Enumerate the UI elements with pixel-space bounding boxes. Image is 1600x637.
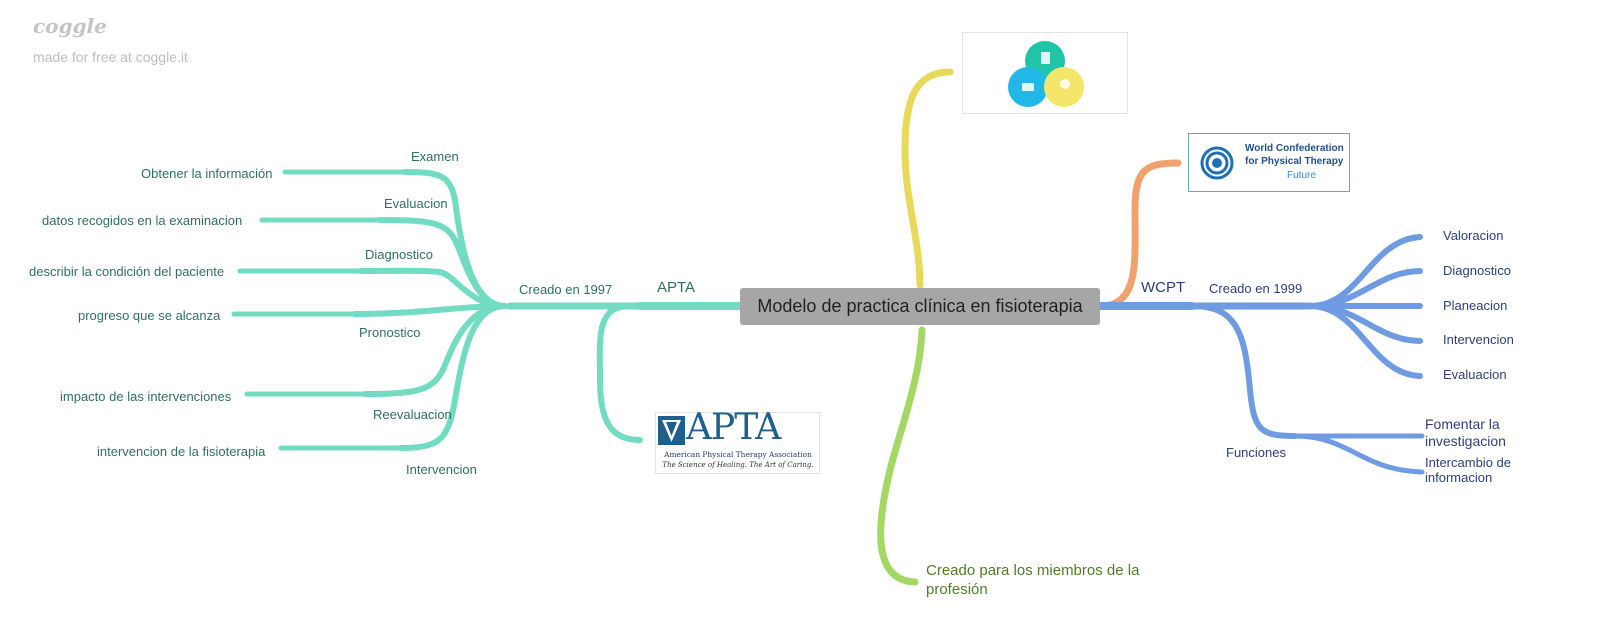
apta-created[interactable]: Creado en 1997 xyxy=(519,282,613,297)
branch-evaluacion xyxy=(377,217,508,309)
branch-reevaluacion xyxy=(362,303,508,397)
process-intervencion[interactable]: Intervencion xyxy=(1443,332,1514,347)
branch-image-top xyxy=(901,68,954,289)
wcpt-created[interactable]: Creado en 1999 xyxy=(1209,281,1303,296)
branch-diagnostico xyxy=(357,267,508,309)
branch-wcpt-logo xyxy=(1096,159,1182,310)
item-reevaluacion[interactable]: Reevaluacion xyxy=(373,407,452,422)
apta-logo-image[interactable]: APTA American Physical Therapy Associati… xyxy=(655,407,820,474)
central-topic[interactable]: Modelo de practica clínica en fisioterap… xyxy=(740,288,1100,325)
process-planeacion[interactable]: Planeacion xyxy=(1443,298,1508,313)
wcpt-logo-line2: for Physical Therapy xyxy=(1245,156,1344,167)
function-fomentar[interactable]: Fomentar la investigacion xyxy=(1425,416,1506,449)
item-pronostico[interactable]: Pronostico xyxy=(359,325,421,340)
wcpt-logo-line3: Future xyxy=(1287,170,1316,181)
item-diagnostico[interactable]: Diagnostico xyxy=(365,247,433,262)
venn-circles-icon xyxy=(1008,41,1084,107)
item-evaluacion[interactable]: Evaluacion xyxy=(384,196,448,211)
apta-emblem-icon xyxy=(658,416,685,445)
process-diagnostico[interactable]: Diagnostico xyxy=(1443,263,1511,278)
branch-intervencion xyxy=(397,303,508,451)
apta-logo-org: American Physical Therapy Association xyxy=(664,450,812,459)
wcpt-label[interactable]: WCPT xyxy=(1141,279,1186,296)
coggle-logo: coggle xyxy=(33,14,107,38)
detail-pronostico[interactable]: progreso que se alcanza xyxy=(78,308,221,323)
detail-examen[interactable]: Obtener la información xyxy=(141,166,273,181)
members-label[interactable]: Creado para los miembros de la profesión xyxy=(926,562,1140,598)
apta-logo-text: APTA xyxy=(686,407,781,448)
branch-evaluacion-w xyxy=(1307,303,1423,379)
detail-reevaluacion[interactable]: impacto de las intervenciones xyxy=(60,389,232,404)
wcpt-swirl-icon xyxy=(1200,146,1234,180)
apta-logo-tagline: The Science of Healing. The Art of Carin… xyxy=(662,461,814,469)
branch-intercambio xyxy=(1292,433,1425,475)
detail-evaluacion[interactable]: datos recogidos en la examinacion xyxy=(42,213,243,228)
coggle-subtitle: made for free at coggle.it xyxy=(33,49,188,65)
item-intervencion[interactable]: Intervencion xyxy=(406,462,477,477)
process-valoracion[interactable]: Valoracion xyxy=(1443,228,1504,243)
circles-image[interactable] xyxy=(962,32,1128,114)
wcpt-funciones[interactable]: Funciones xyxy=(1226,445,1286,460)
branch-members xyxy=(877,326,926,586)
wcpt-logo-image[interactable]: World Confederation for Physical Therapy… xyxy=(1188,133,1350,192)
process-evaluacion[interactable]: Evaluacion xyxy=(1443,367,1507,382)
branch-funciones xyxy=(1189,303,1298,439)
branch-apta-logo xyxy=(596,303,643,443)
detail-intervencion[interactable]: intervencion de la fisioterapia xyxy=(97,444,266,459)
apta-label[interactable]: APTA xyxy=(657,279,696,296)
item-examen[interactable]: Examen xyxy=(411,149,459,164)
detail-diagnostico[interactable]: describir la condición del paciente xyxy=(29,264,225,279)
wcpt-logo-line1: World Confederation xyxy=(1245,143,1344,154)
function-intercambio[interactable]: Intercambio de informacion xyxy=(1425,455,1511,485)
